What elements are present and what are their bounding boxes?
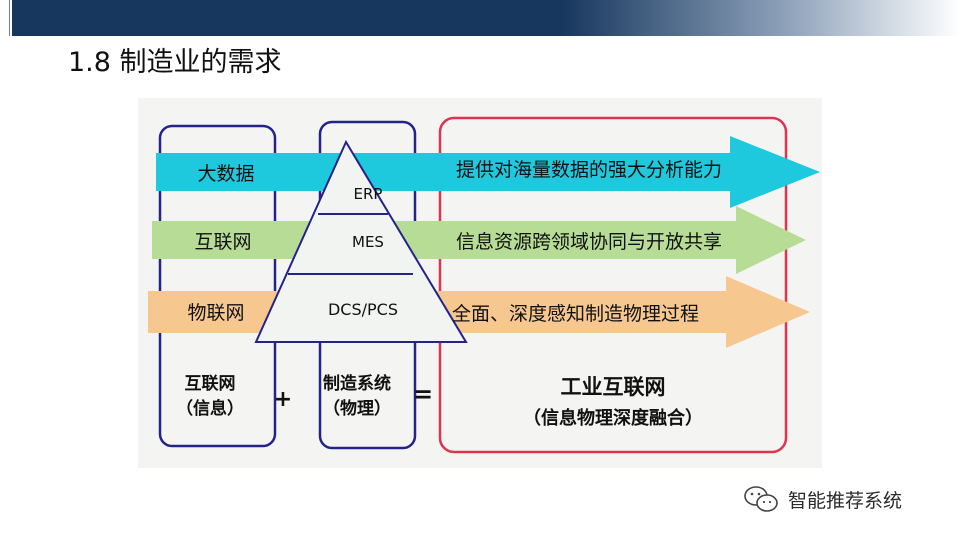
header-left-line bbox=[9, 0, 10, 36]
arrow-desc-big-data: 提供对海量数据的强大分析能力 bbox=[456, 159, 722, 181]
watermark-label: 智能推荐系统 bbox=[788, 490, 903, 512]
pyramid bbox=[254, 139, 468, 343]
formula-manufacturing-line1: 制造系统 bbox=[323, 373, 391, 394]
slide-title: 1.8 制造业的需求 bbox=[68, 47, 282, 78]
wechat-icon bbox=[744, 486, 778, 512]
formula-plus: + bbox=[274, 387, 292, 412]
formula-manufacturing-line2: （物理） bbox=[323, 398, 391, 419]
formula-internet-line2: （信息） bbox=[176, 398, 244, 419]
header-bar bbox=[12, 0, 960, 36]
arrow-label-internet: 互联网 bbox=[194, 231, 251, 253]
arrow-label-big-data: 大数据 bbox=[197, 163, 254, 185]
arrow-desc-iot: 全面、深度感知制造物理过程 bbox=[452, 303, 699, 325]
pyramid-label-mes: MES bbox=[352, 233, 384, 251]
industrial-internet-box bbox=[438, 116, 788, 454]
formula-result-line2: （信息物理深度融合） bbox=[523, 407, 703, 429]
formula-internet-line1: 互联网 bbox=[185, 374, 236, 394]
diagram-svg: 大数据 提供对海量数据的强大分析能力 互联网 信息资源跨领域协同与开放共享 物联… bbox=[148, 116, 820, 454]
arrow-desc-internet: 信息资源跨领域协同与开放共享 bbox=[456, 231, 722, 253]
formula-equals: = bbox=[413, 380, 433, 408]
pyramid-label-erp: ERP bbox=[354, 185, 383, 203]
manufacturing-diagram: 大数据 提供对海量数据的强大分析能力 互联网 信息资源跨领域协同与开放共享 物联… bbox=[138, 98, 822, 468]
internet-column-box bbox=[158, 124, 277, 448]
arrow-label-iot: 物联网 bbox=[187, 302, 244, 324]
formula-result-line1: 工业互联网 bbox=[561, 375, 666, 399]
pyramid-label-dcs-pcs: DCS/PCS bbox=[328, 300, 398, 319]
arrow-big-data bbox=[156, 136, 820, 208]
